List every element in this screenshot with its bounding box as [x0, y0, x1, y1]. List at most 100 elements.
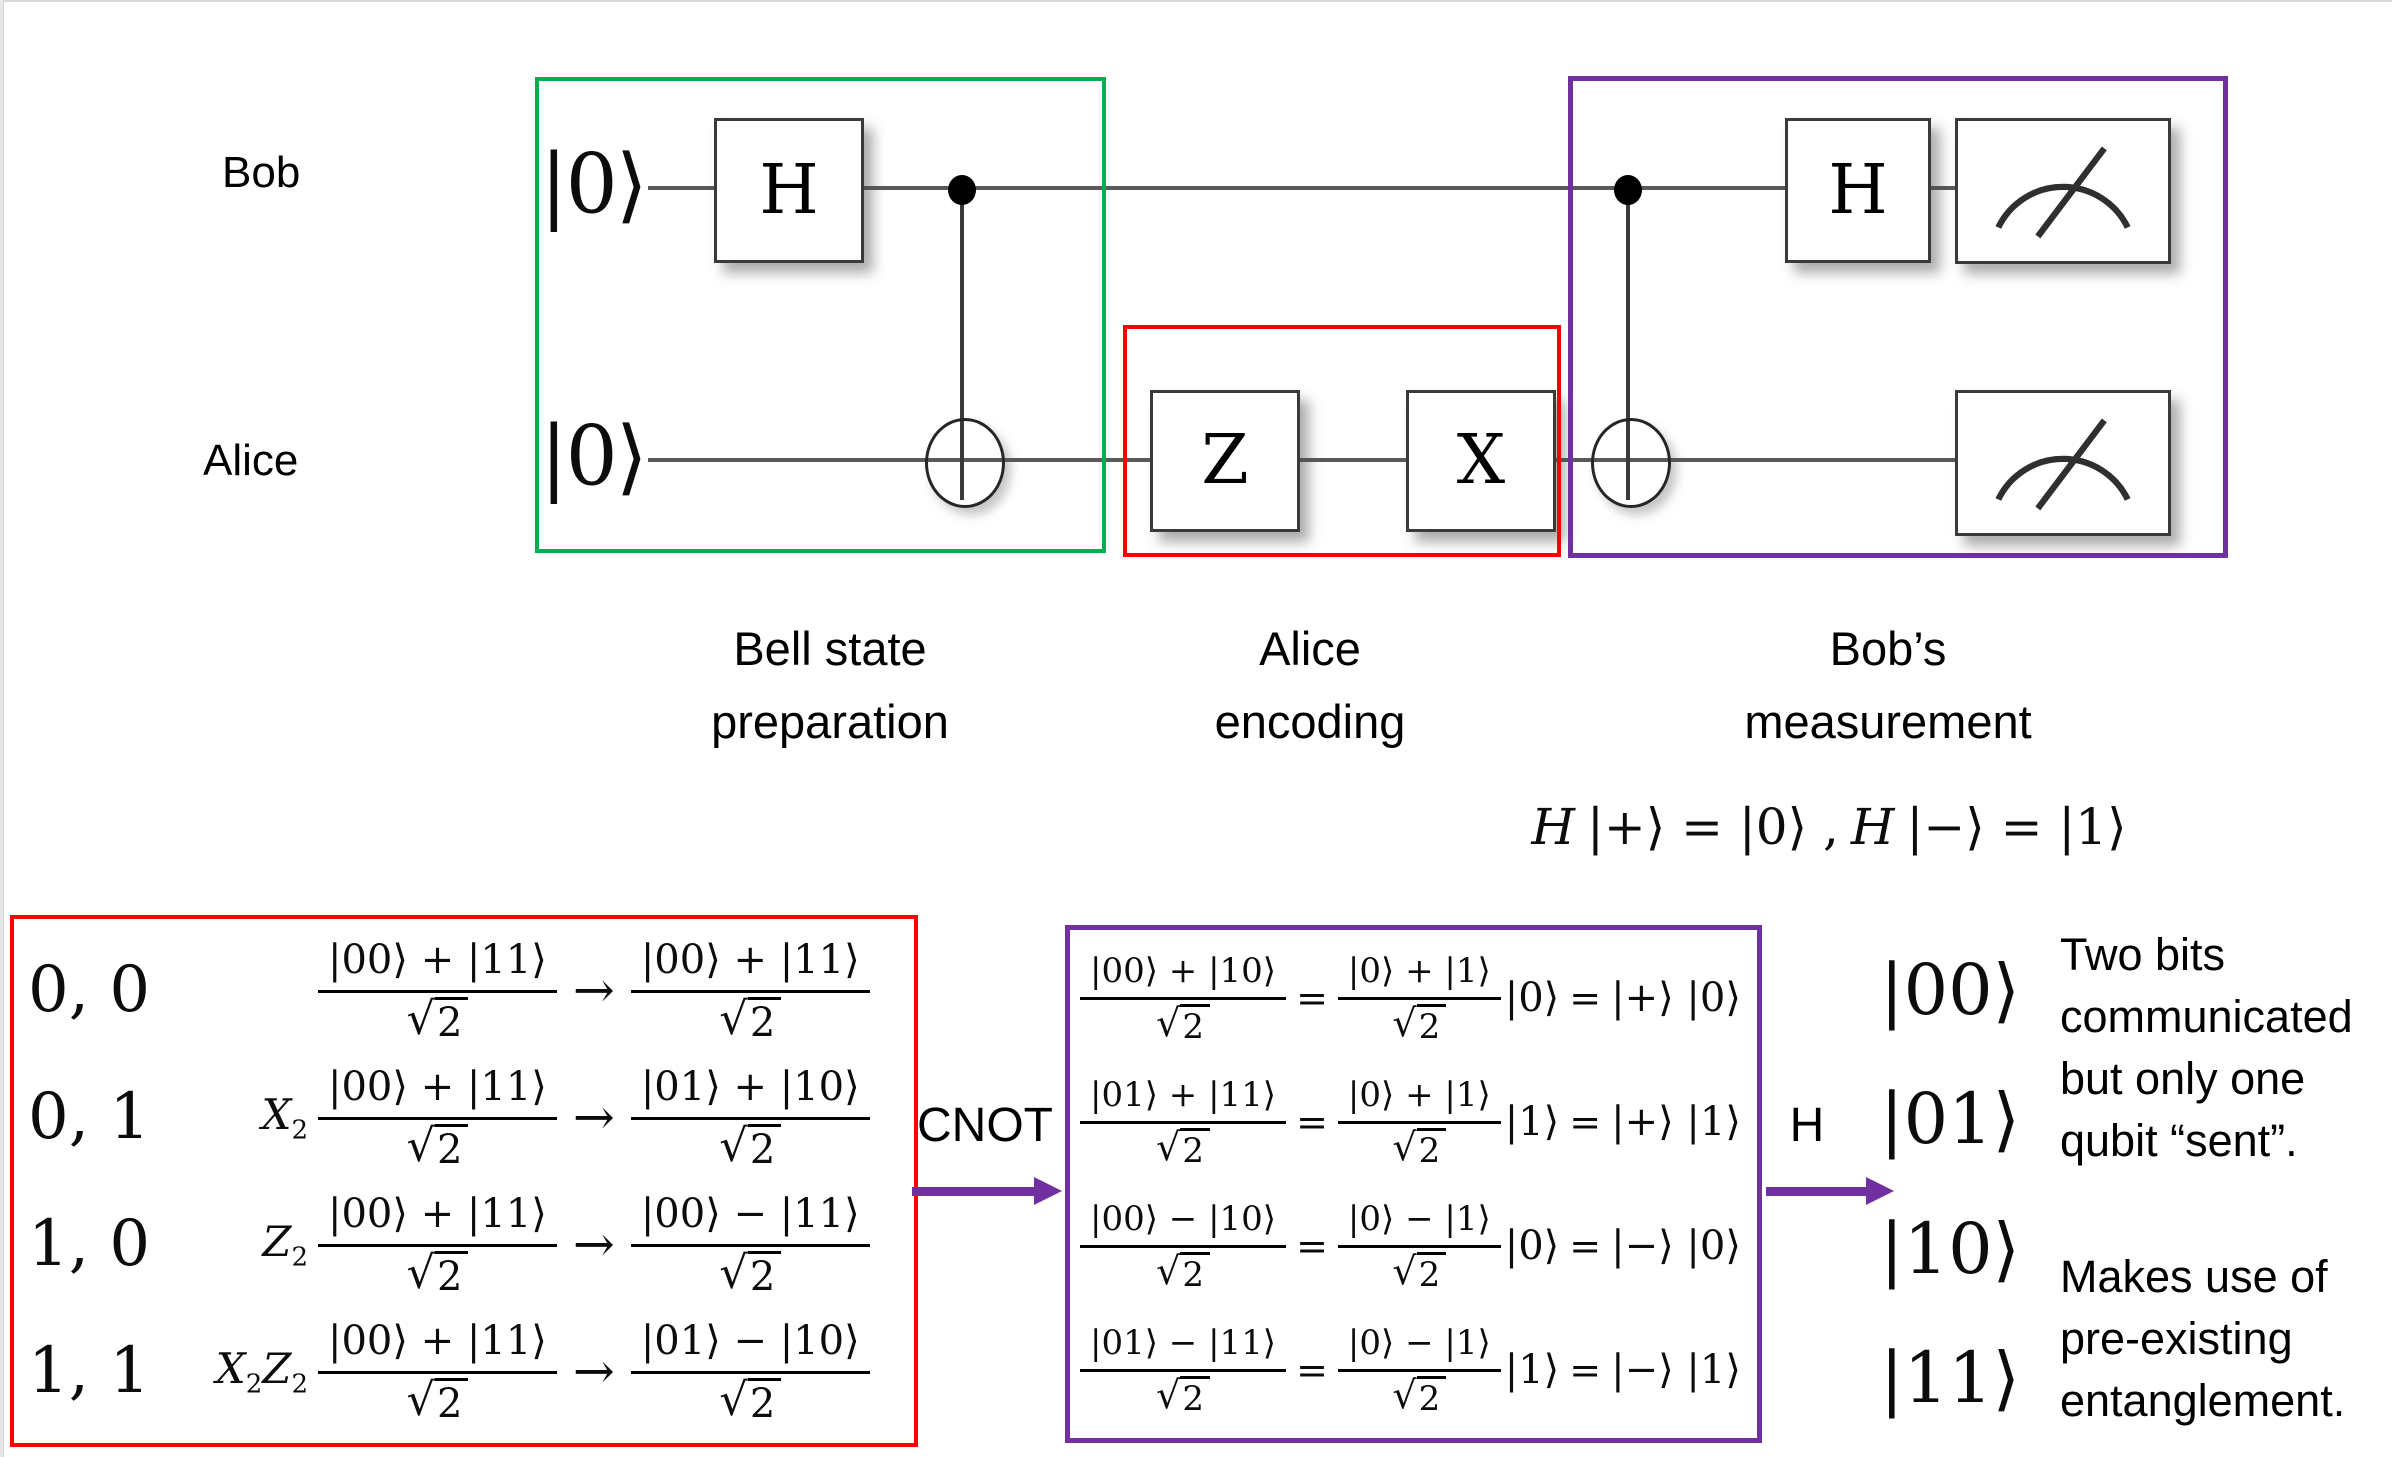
radicand: 2	[1416, 1004, 1447, 1044]
identity-part2: |−⟩ = |1⟩	[1906, 798, 2127, 856]
sqrt2-denominator: √2	[1156, 1372, 1210, 1416]
state-fraction: |01⟩ + |11⟩ √2	[1080, 1076, 1287, 1168]
radicand: 2	[747, 1123, 782, 1170]
prefix-op2: Z	[262, 1343, 292, 1393]
bell-preparation-region-box	[535, 77, 1106, 553]
state-fraction: |01⟩ − |11⟩ √2	[1080, 1324, 1287, 1416]
result-product: |+⟩ |1⟩	[1611, 1098, 1741, 1145]
cnot2-connector	[1626, 188, 1630, 500]
bell-region-label-line2: preparation	[711, 695, 949, 748]
maps-to-arrow: →	[572, 1088, 615, 1147]
identity-h1: H	[1531, 798, 1575, 856]
fraction-numerator: |01⟩ + |10⟩	[630, 1065, 870, 1120]
fraction-numerator: |01⟩ − |11⟩	[1080, 1324, 1287, 1373]
bob-qubit-wire	[648, 186, 1960, 190]
radicand: 2	[747, 996, 782, 1043]
z-gate-label: Z	[1201, 421, 1249, 500]
note-two-bits-line1: Two bits	[2060, 929, 2226, 980]
result-product: |−⟩ |0⟩	[1611, 1222, 1741, 1269]
output-state-fraction: |01⟩ + |10⟩ √2	[630, 1065, 870, 1172]
sqrt2-denominator: √2	[1392, 1372, 1447, 1418]
result-product: |+⟩ |0⟩	[1611, 974, 1741, 1021]
arrow-shaft	[1766, 1186, 1866, 1196]
cnot2-control-dot	[1614, 175, 1642, 205]
bob-measurement-region-box	[1568, 76, 2228, 558]
pauli-prefix: Z2	[168, 1217, 318, 1272]
result-ket-10: |10⟩	[1880, 1207, 2020, 1290]
note-entanglement-line3: entanglement.	[2060, 1375, 2346, 1426]
result-kets-column: |00⟩ |01⟩ |10⟩ |11⟩	[1872, 925, 2028, 1443]
fraction-numerator: |0⟩ + |1⟩	[1337, 952, 1501, 1001]
note-entanglement-line2: pre-existing	[2060, 1313, 2293, 1364]
radicand: 2	[1416, 1376, 1447, 1416]
classical-bits: 1, 1	[28, 1334, 151, 1409]
alice-encoding-region-box	[1123, 325, 1561, 557]
meter-icon	[1995, 417, 2131, 510]
fraction-numerator: |01⟩ − |10⟩	[630, 1319, 870, 1374]
radical-sign: √	[406, 1118, 435, 1172]
sqrt2-denominator: √2	[719, 1374, 782, 1424]
radical-sign: √	[406, 991, 435, 1045]
x-gate: X	[1406, 390, 1556, 532]
radical-sign: √	[1156, 1001, 1181, 1046]
bell-table-row-00: 0, 0 |00⟩ + |11⟩ √2 → |00⟩ + |11⟩ √2	[28, 938, 900, 1043]
hadamard-gate-bell-label: H	[759, 150, 819, 230]
bell-table-row-10: 1, 0 Z2 |00⟩ + |11⟩ √2 → |00⟩ − |11⟩ √2	[28, 1192, 900, 1297]
measurement-region-label: Bob’s measurement	[1678, 612, 2098, 758]
fraction-numerator: |00⟩ + |10⟩	[1080, 952, 1287, 1001]
radicand: 2	[747, 1377, 782, 1424]
fraction-numerator: |00⟩ + |11⟩	[318, 1065, 557, 1120]
cnot1-control-dot	[948, 175, 976, 205]
hadamard-gate-bell: H	[714, 118, 864, 263]
arrow-head	[1034, 1177, 1062, 1205]
radicand: 2	[1416, 1252, 1447, 1292]
prefix-op1: Z	[262, 1216, 292, 1266]
tail-ket: |0⟩	[1504, 1222, 1560, 1269]
output-state-fraction: |00⟩ + |11⟩ √2	[630, 938, 870, 1043]
factored-fraction: |0⟩ − |1⟩ √2	[1337, 1200, 1501, 1292]
equals-sign: =	[1569, 1347, 1602, 1392]
prefix-op1: X	[215, 1343, 246, 1393]
radicand: 2	[435, 996, 469, 1043]
radical-sign: √	[1392, 1373, 1417, 1418]
cnot1-connector	[960, 188, 964, 500]
fraction-numerator: |00⟩ + |11⟩	[318, 1319, 557, 1374]
factored-fraction: |0⟩ + |1⟩ √2	[1337, 1076, 1501, 1168]
bob-ket-zero: |0⟩	[540, 137, 648, 233]
tail-ket: |1⟩	[1504, 1098, 1560, 1145]
input-state-fraction: |00⟩ + |11⟩ √2	[318, 1319, 557, 1424]
radical-sign: √	[406, 1245, 435, 1299]
equals-sign: =	[1569, 1099, 1602, 1144]
sqrt2-denominator: √2	[1156, 1124, 1210, 1168]
note-two-bits-line4: qubit “sent”.	[2060, 1115, 2298, 1166]
sqrt2-denominator: √2	[406, 1118, 469, 1172]
alice-ket-zero: |0⟩	[540, 409, 648, 505]
z-gate: Z	[1150, 390, 1300, 532]
arrow-shaft	[912, 1186, 1034, 1196]
fraction-numerator: |00⟩ + |11⟩	[630, 938, 870, 993]
radical-sign: √	[719, 1245, 748, 1299]
bell-table-row-11: 1, 1 X2Z2 |00⟩ + |11⟩ √2 → |01⟩ − |10⟩ √…	[28, 1319, 900, 1424]
fraction-numerator: |00⟩ − |11⟩	[630, 1192, 870, 1247]
fraction-numerator: |01⟩ + |11⟩	[1080, 1076, 1287, 1125]
equals-sign: =	[1569, 1223, 1602, 1268]
prefix-op1-sub: 2	[245, 1369, 263, 1400]
sqrt2-denominator: √2	[406, 991, 469, 1045]
radical-sign: √	[719, 1118, 748, 1172]
alice-measurement-gate	[1955, 390, 2171, 536]
equals-sign: =	[1296, 1223, 1328, 1268]
note-two-bits-line3: but only one	[2060, 1053, 2306, 1104]
measurement-region-label-line1: Bob’s	[1829, 622, 1947, 675]
cnot2-target-icon	[1591, 418, 1671, 508]
x-gate-label: X	[1456, 421, 1506, 500]
hadamard-identity-formula: H|+⟩ = |0⟩ ,H|−⟩ = |1⟩	[1490, 798, 2180, 856]
pauli-prefix: X2	[168, 1090, 318, 1145]
cnot-equation-row-1: |00⟩ + |10⟩ √2 = |0⟩ + |1⟩ √2 |0⟩ = |+⟩ …	[1080, 952, 1747, 1044]
cnot-equation-row-2: |01⟩ + |11⟩ √2 = |0⟩ + |1⟩ √2 |1⟩ = |+⟩ …	[1080, 1076, 1747, 1168]
sqrt2-denominator: √2	[406, 1374, 469, 1424]
tail-ket: |1⟩	[1504, 1346, 1560, 1393]
input-state-fraction: |00⟩ + |11⟩ √2	[318, 1192, 557, 1297]
note-two-bits-line2: communicated	[2060, 991, 2353, 1042]
hadamard-gate-measure: H	[1785, 118, 1931, 263]
prefix-op1-sub: 2	[291, 1242, 308, 1273]
